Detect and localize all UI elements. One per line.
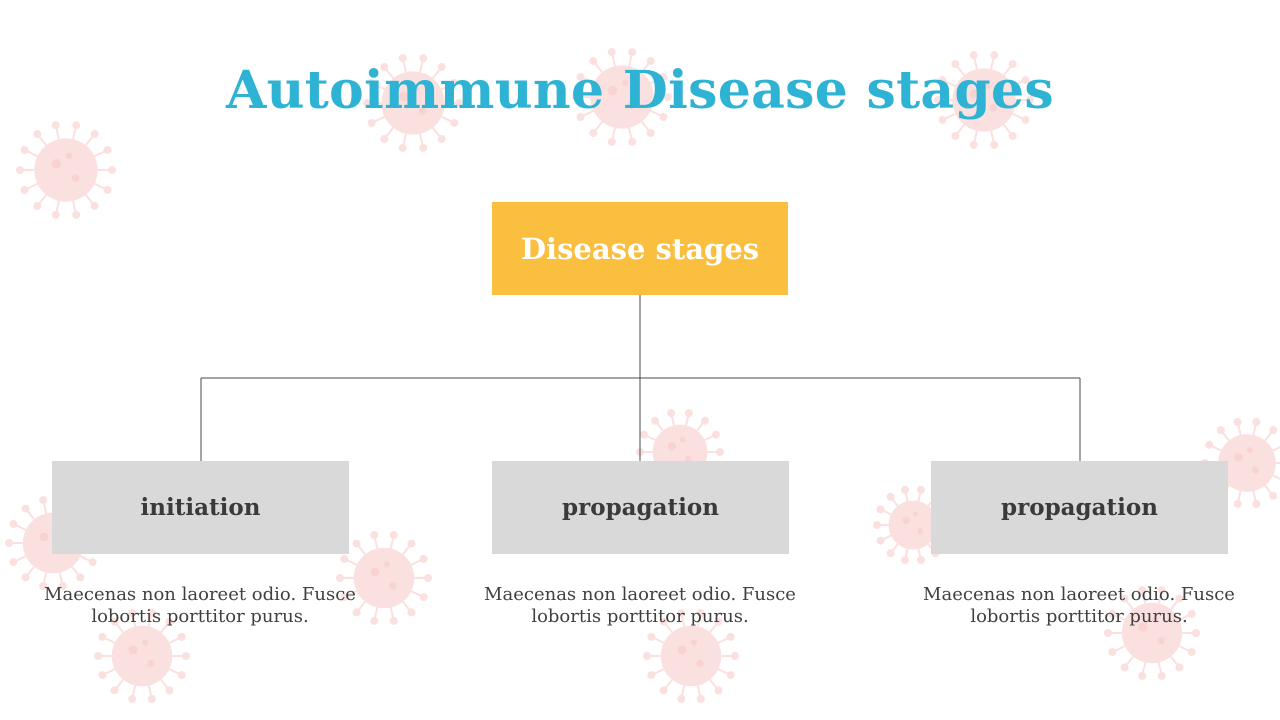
stage-description: Maecenas non laoreet odio. Fusce loborti…	[484, 584, 796, 627]
virus-icon	[572, 48, 672, 146]
stage-description: Maecenas non laoreet odio. Fusce loborti…	[923, 584, 1235, 627]
virus-icon	[94, 609, 190, 703]
virus-icon	[643, 609, 739, 703]
stage-label: propagation	[562, 494, 719, 521]
stage-node-initiation: initiation	[52, 461, 349, 554]
stage-description: Maecenas non laoreet odio. Fusce loborti…	[44, 584, 356, 627]
virus-icon	[934, 51, 1034, 149]
virus-icon	[336, 531, 432, 625]
virus-icon	[16, 121, 116, 219]
stage-label: initiation	[140, 494, 261, 521]
page-title: Autoimmune Disease stages	[225, 60, 1055, 121]
stage-node-propagation-1: propagation	[492, 461, 789, 554]
stage-label: propagation	[1001, 494, 1158, 521]
virus-icon	[1104, 586, 1200, 680]
stage-node-propagation-2: propagation	[931, 461, 1228, 554]
root-node-label: Disease stages	[520, 231, 760, 266]
virus-icon	[363, 54, 463, 152]
root-node-disease-stages: Disease stages	[492, 202, 788, 295]
